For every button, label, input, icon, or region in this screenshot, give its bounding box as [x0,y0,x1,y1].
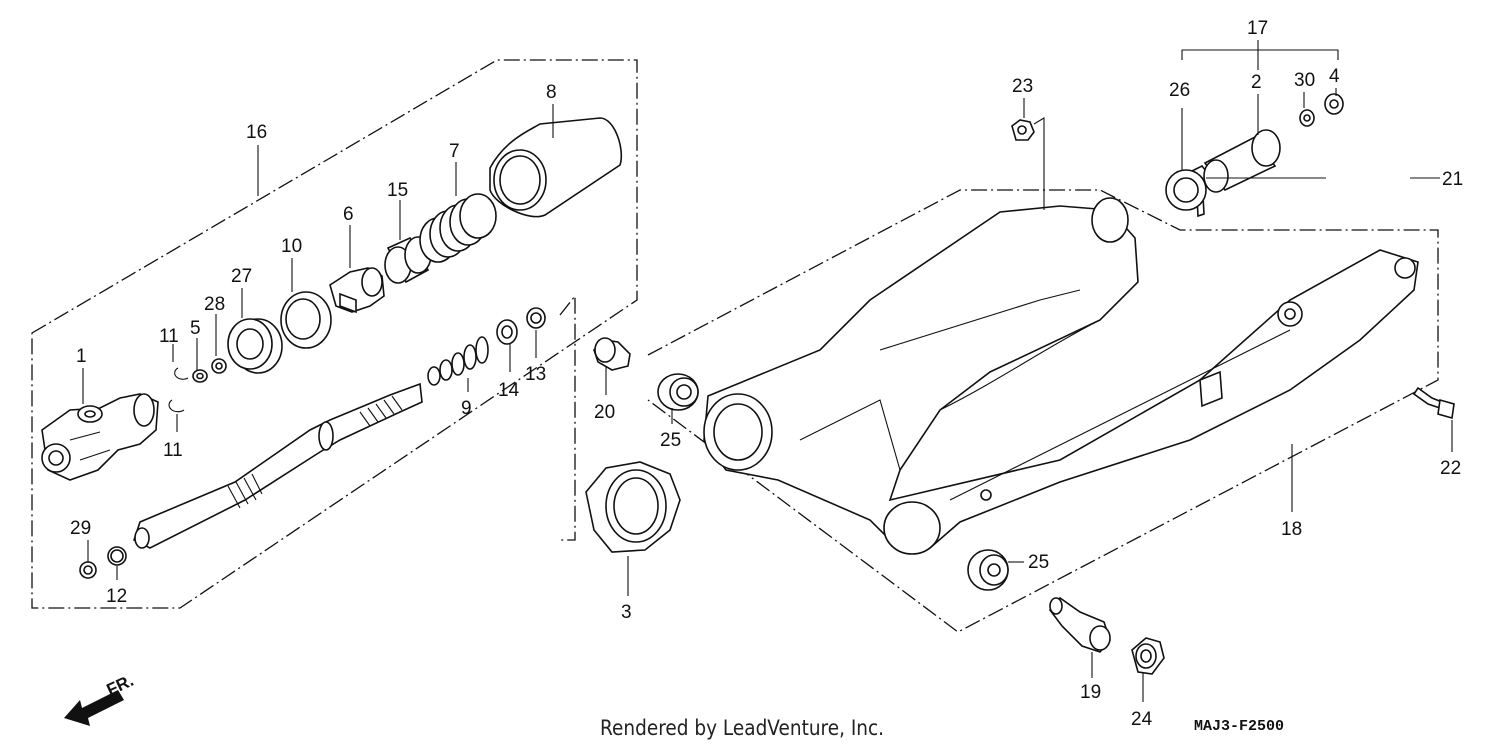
bolt-lower-part [1412,386,1455,420]
callout-7: 7 [449,141,460,162]
callout-20: 20 [594,402,615,423]
oil-seal-part [227,318,283,374]
plug-part [593,337,631,371]
bearing-part [657,373,699,411]
rendered-by-credit: Rendered by LeadVenture, Inc. [600,716,885,740]
yoke-part [329,267,385,314]
driveshaft-part [133,382,423,549]
lock-nut-part [1131,637,1165,675]
callout-1: 1 [76,346,87,367]
callout-14: 14 [498,380,520,401]
callout-16: 16 [246,122,267,143]
callout-17: 17 [1247,18,1268,39]
universal-joint-part [41,393,159,481]
callout-5: 5 [190,318,201,339]
callout-10: 10 [281,236,302,257]
thrust-washer-part [496,307,546,345]
frame-swingarm-assembly [647,189,1439,633]
callout-11b: 11 [163,440,183,461]
callout-28: 28 [204,294,225,315]
final-drive-parts [1165,93,1344,211]
callout-19: 19 [1080,682,1101,703]
callout-18: 18 [1281,519,1302,540]
callout-15: 15 [387,180,408,201]
callout-6: 6 [343,204,354,225]
callout-30: 30 [1294,70,1315,91]
diagram-code: MAJ3-F2500 [1194,718,1285,735]
snap-ring-part [168,367,189,413]
lower-bearing-part [967,549,1009,591]
dust-guard-part [585,461,681,553]
swingarm-part [703,197,1419,555]
callout-3: 3 [621,602,632,623]
callout-8: 8 [546,82,557,103]
callout-29: 29 [70,518,91,539]
callout-4: 4 [1329,66,1340,87]
pivot-bolt-part [1048,596,1111,653]
callout-27: 27 [231,266,252,287]
callout-labels: 1 2 3 4 5 6 7 8 9 10 11 11 12 13 14 15 1… [70,18,1463,730]
callout-12: 12 [106,586,127,607]
callout-25b: 25 [1028,552,1049,573]
callout-11a: 11 [159,326,179,347]
frame-driveshaft-assembly [31,59,638,609]
callout-26: 26 [1169,80,1190,101]
callout-22: 22 [1440,458,1461,479]
callout-24: 24 [1131,709,1153,730]
front-arrow-icon: FR. [64,671,137,726]
callout-25a: 25 [660,430,681,451]
spring-part [419,193,497,263]
callout-21: 21 [1442,169,1463,190]
callout-13: 13 [525,364,546,385]
nut-part [1011,119,1035,141]
leader-lines [82,40,1453,702]
o-ring-part [280,291,332,349]
small-spring-part [427,336,489,386]
callout-2: 2 [1251,72,1262,93]
callout-9: 9 [461,398,472,419]
callout-23: 23 [1012,76,1033,97]
washer-part [192,358,227,383]
boot-part [489,117,623,218]
shaft-washer-part [79,546,127,579]
